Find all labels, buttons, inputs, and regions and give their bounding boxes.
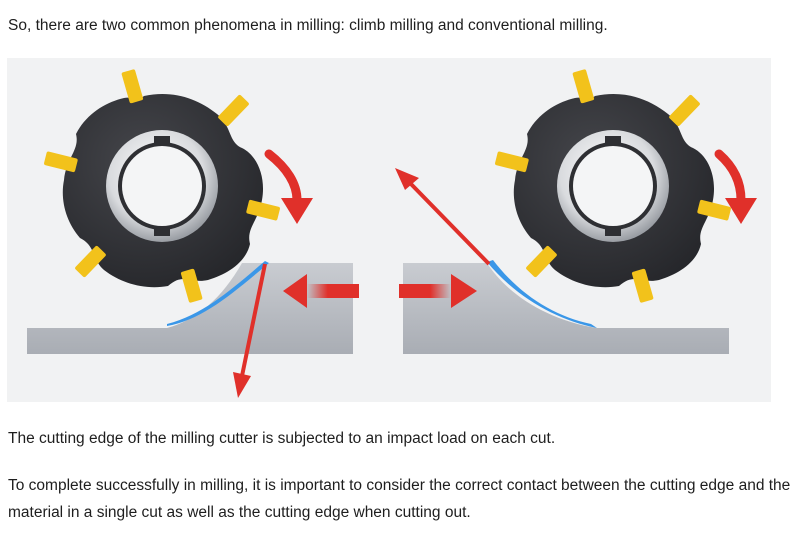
chip-right — [487, 260, 597, 328]
milling-cutter-icon — [494, 68, 732, 304]
feed-arrow-icon — [283, 274, 359, 308]
milling-diagram — [7, 58, 771, 402]
workpiece-right — [403, 263, 729, 354]
force-arrow-icon — [395, 168, 491, 266]
rotation-arrow-icon — [714, 149, 757, 224]
chip-left — [167, 261, 269, 326]
feed-arrow-icon — [399, 274, 477, 308]
rotation-arrow-icon — [264, 149, 313, 224]
impact-paragraph: The cutting edge of the milling cutter i… — [8, 430, 556, 447]
contact-paragraph: To complete successfully in milling, it … — [8, 477, 791, 521]
conventional-milling-figure — [395, 68, 757, 354]
force-arrow-icon — [233, 263, 267, 398]
intro-paragraph: So, there are two common phenomena in mi… — [8, 17, 608, 34]
workpiece-left — [27, 263, 353, 354]
climb-milling-figure — [27, 68, 359, 398]
